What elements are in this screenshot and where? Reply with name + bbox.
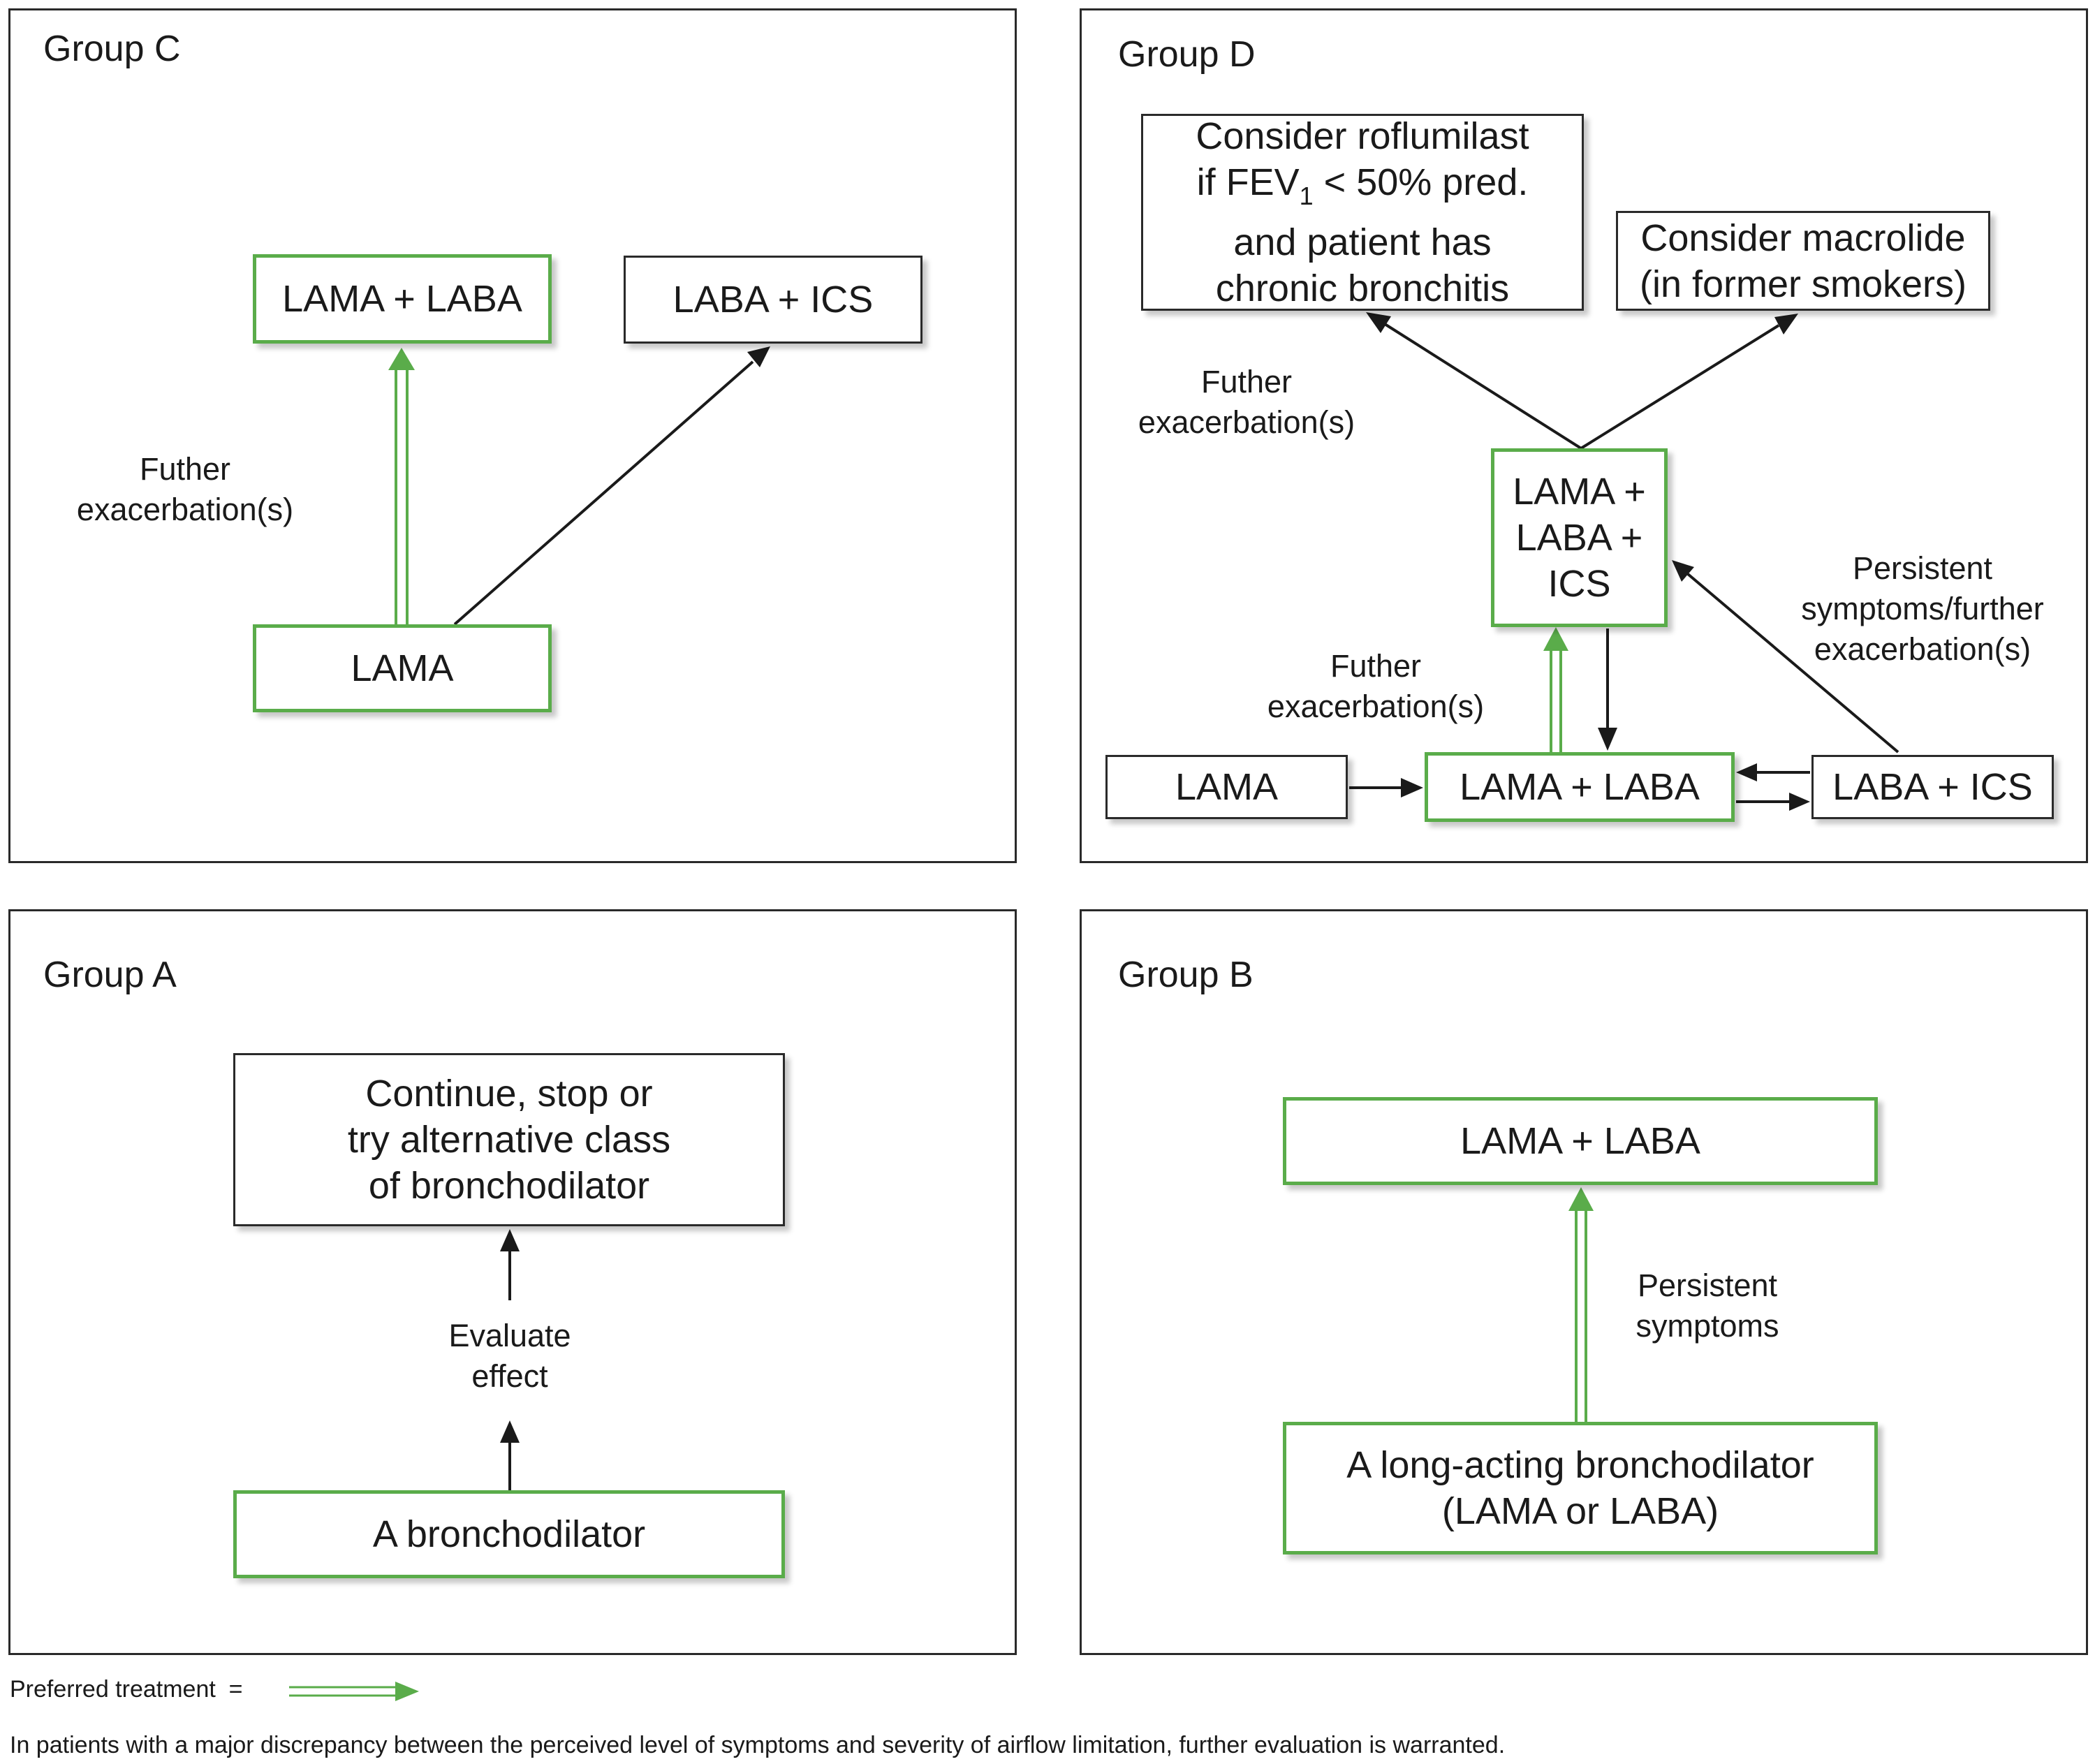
- group-a-continue-box: Continue, stop or try alternative class …: [233, 1053, 785, 1226]
- group-a-title: Group A: [43, 955, 177, 995]
- group-a-bronchodilator-box: A bronchodilator: [233, 1490, 785, 1578]
- group-d-exacerbation-label-top: Futher exacerbation(s): [1138, 364, 1355, 440]
- group-c-arrow-to-laba-ics: [453, 346, 770, 626]
- group-a-evaluate-label: Evaluate effect: [448, 1318, 571, 1394]
- roflumilast-fev-subscript: 1: [1299, 182, 1314, 210]
- group-d-macrolide-box: Consider macrolide (in former smokers): [1616, 211, 1990, 311]
- roflumilast-line-2: if FEV1 < 50% pred.: [1196, 159, 1529, 219]
- group-d-arrow-triple-to-lama-laba: [1598, 629, 1617, 751]
- group-b-long-acting-box: A long-acting bronchodilator (LAMA or LA…: [1283, 1422, 1878, 1554]
- group-d-title: Group D: [1118, 34, 1256, 75]
- group-d-preferred-arrow: [1543, 627, 1568, 752]
- group-d-lama-box: LAMA: [1105, 755, 1348, 819]
- legend-preferred-arrow: [289, 1682, 419, 1701]
- roflumilast-line-1: Consider roflumilast: [1196, 115, 1529, 157]
- group-d-arrow-lama-to-lama-laba: [1349, 778, 1423, 798]
- group-a-arrow-upper: [500, 1229, 520, 1300]
- group-d-arrow-to-roflumilast: [1366, 312, 1582, 450]
- group-d-persistent-label: Persistent symptoms/further exacerbation…: [1801, 550, 2044, 667]
- footnote: In patients with a major discrepancy bet…: [10, 1732, 1506, 1758]
- roflumilast-line-4: chronic bronchitis: [1215, 267, 1510, 309]
- group-d-triple-therapy-box: LAMA + LABA + ICS: [1491, 448, 1668, 627]
- group-d-arrow-lama-laba-to-laba-ics: [1736, 793, 1810, 811]
- group-b-preferred-arrow: [1568, 1187, 1594, 1422]
- group-d-laba-ics-box: LABA + ICS: [1811, 755, 2054, 819]
- group-c-lama-laba-box: LAMA + LABA: [253, 254, 552, 344]
- group-b-lama-laba-box: LAMA + LABA: [1283, 1097, 1878, 1185]
- group-a-arrow-lower: [500, 1420, 520, 1490]
- roflumilast-fev: if FEV: [1196, 161, 1300, 203]
- panel-group-c: [8, 8, 1017, 863]
- group-d-arrow-to-macrolide: [1580, 314, 1798, 450]
- panel-group-a: [8, 909, 1017, 1655]
- roflumilast-threshold: < 50% pred.: [1313, 161, 1529, 203]
- group-d-arrow-laba-ics-to-lama-laba: [1736, 763, 1810, 781]
- group-c-preferred-arrow: [388, 348, 415, 624]
- group-d-roflumilast-box: Consider roflumilast if FEV1 < 50% pred.…: [1141, 114, 1584, 311]
- group-d-lama-laba-box: LAMA + LABA: [1425, 752, 1735, 822]
- group-c-exacerbation-label: Futher exacerbation(s): [76, 451, 294, 527]
- group-b-title: Group B: [1118, 955, 1254, 995]
- roflumilast-text: Consider roflumilast if FEV1 < 50% pred.…: [1196, 113, 1529, 311]
- group-b-persistent-label: Persistent symptoms: [1635, 1267, 1779, 1344]
- preferred-treatment-label: Preferred treatment =: [10, 1676, 243, 1703]
- group-d-arrow-laba-ics-to-triple: [1672, 560, 1899, 754]
- group-c-title: Group C: [43, 29, 181, 69]
- group-c-laba-ics-box: LABA + ICS: [624, 256, 922, 344]
- roflumilast-line-3: and patient has: [1233, 221, 1492, 263]
- group-d-exacerbation-label-bottom: Futher exacerbation(s): [1267, 648, 1485, 724]
- group-c-lama-box: LAMA: [253, 624, 552, 712]
